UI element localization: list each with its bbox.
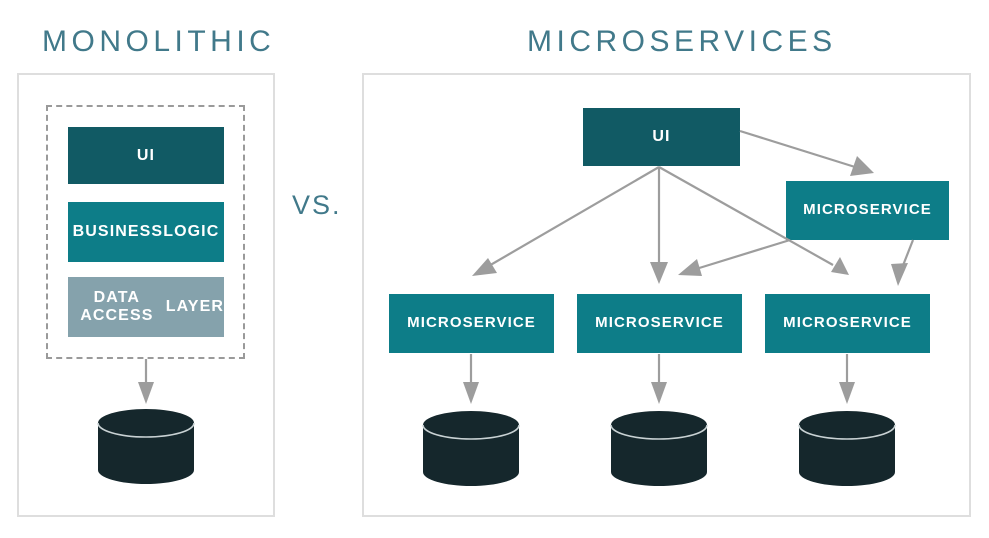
- node-monolith-business-logic[interactable]: BUSINESS LOGIC: [68, 202, 224, 262]
- node-microservice-top[interactable]: MICROSERVICE: [786, 181, 949, 240]
- page-title-microservices: MICROSERVICES: [527, 25, 837, 58]
- node-label-line1: BUSINESS: [72, 223, 164, 241]
- node-monolith-data-access-layer[interactable]: DATA ACCESS LAYER: [68, 277, 224, 337]
- node-label-line1: DATA ACCESS: [80, 289, 154, 324]
- node-microservice-2[interactable]: MICROSERVICE: [577, 294, 742, 353]
- monolith-boundary-group: [46, 105, 245, 359]
- page-title-monolithic: MONOLITHIC: [42, 25, 276, 58]
- node-label-line2: LOGIC: [163, 223, 220, 241]
- node-microservice-3[interactable]: MICROSERVICE: [765, 294, 930, 353]
- node-microservices-ui[interactable]: UI: [583, 108, 740, 166]
- node-label-line2: LAYER: [165, 298, 224, 316]
- versus-label: VS.: [292, 190, 342, 220]
- node-microservice-1[interactable]: MICROSERVICE: [389, 294, 554, 353]
- node-monolith-ui[interactable]: UI: [68, 127, 224, 184]
